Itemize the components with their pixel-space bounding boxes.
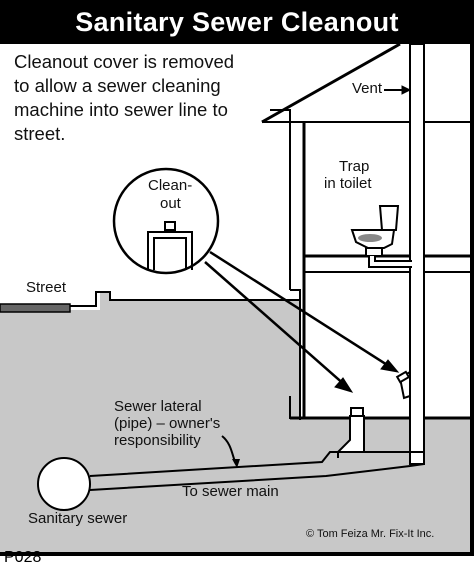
lateral-label-line2: (pipe) – owner's bbox=[114, 415, 221, 432]
diagram-frame bbox=[0, 44, 474, 556]
trap-label-line2: in toilet bbox=[324, 175, 372, 192]
interior-cleanout bbox=[395, 370, 411, 400]
street-label: Street bbox=[26, 279, 67, 296]
page-title: Sanitary Sewer Cleanout bbox=[75, 7, 399, 37]
vent-label: Vent bbox=[352, 80, 383, 97]
house-outline bbox=[261, 44, 470, 420]
copyright-label: © Tom Feiza Mr. Fix-It Inc. bbox=[306, 528, 435, 540]
title-bar bbox=[0, 0, 474, 44]
toilet bbox=[350, 205, 400, 257]
diagram-drawing bbox=[0, 44, 470, 552]
ground-surface-line bbox=[0, 291, 300, 307]
figure-code: P028 bbox=[4, 549, 42, 566]
trap-label-line1: Trap bbox=[339, 158, 370, 175]
lateral-label-line3: responsibility bbox=[114, 432, 201, 449]
ground-area bbox=[0, 292, 470, 552]
callout-arrows bbox=[204, 250, 400, 393]
vent-arrow bbox=[384, 85, 412, 95]
cleanout-label-line1: Clean- bbox=[148, 177, 193, 194]
caption-text: Cleanout cover is removed to allow a sew… bbox=[14, 51, 235, 144]
to-sewer-main-label: To sewer main bbox=[182, 483, 279, 500]
vent-stack bbox=[409, 44, 425, 465]
sanitary-sewer-main bbox=[37, 457, 91, 511]
exterior-cleanout-riser bbox=[335, 407, 365, 453]
lateral-label-line1: Sewer lateral bbox=[114, 398, 202, 415]
sanitary-sewer-label: Sanitary sewer bbox=[28, 510, 128, 527]
cleanout-label-line2: out bbox=[160, 195, 181, 212]
street-slab bbox=[0, 303, 71, 313]
cleanout-detail-pipe bbox=[147, 221, 193, 270]
